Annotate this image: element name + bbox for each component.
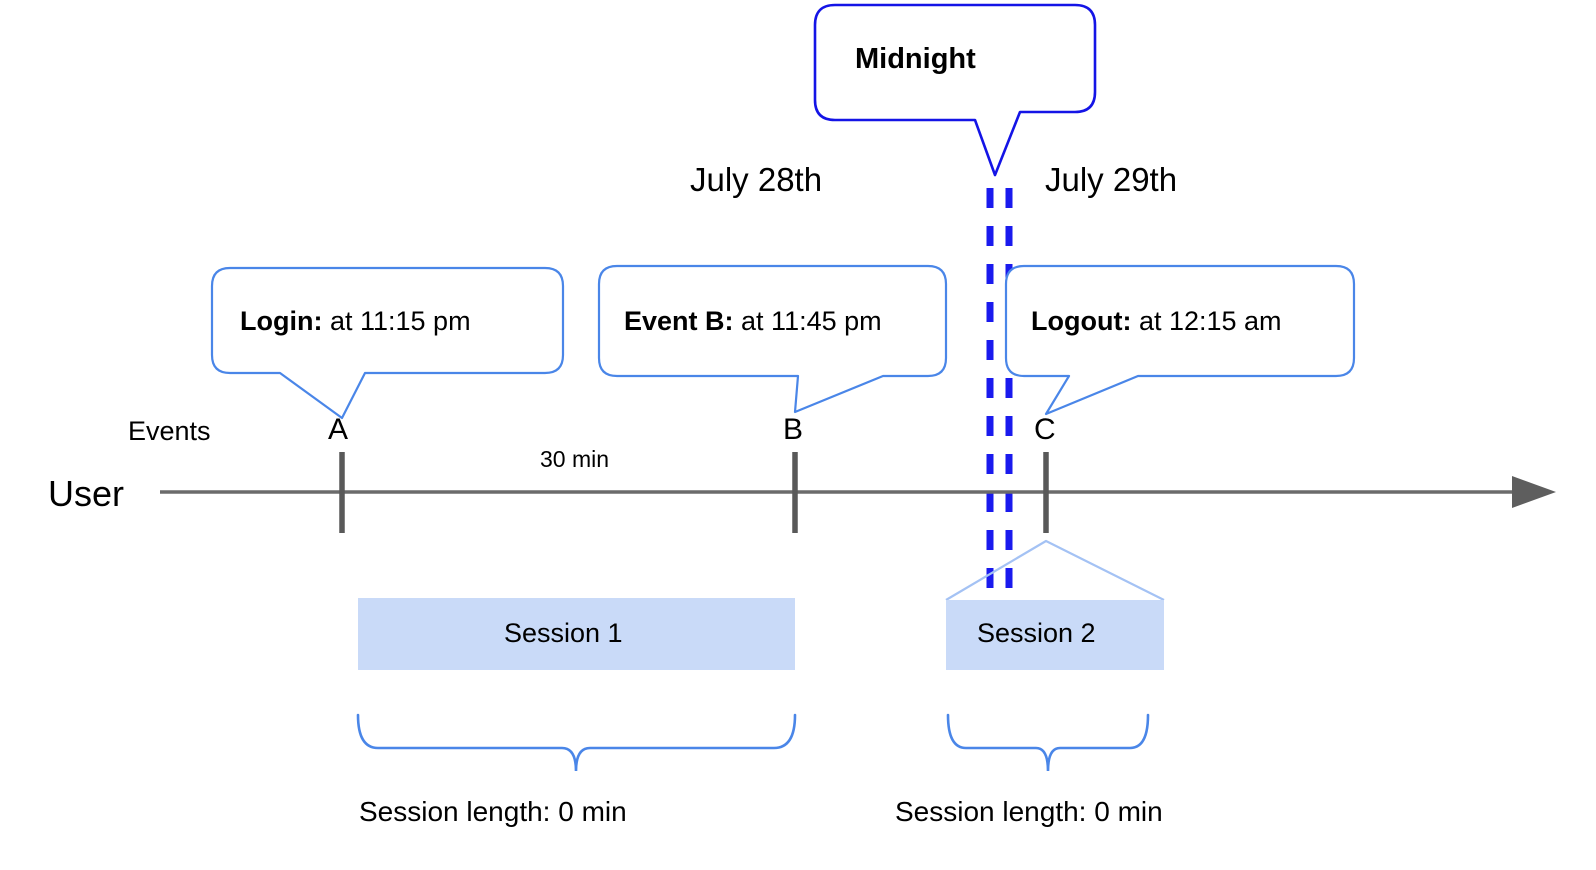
session-label-2: Session 2 [977,618,1096,648]
callout-detail-logout: at 12:15 am [1131,306,1282,336]
session2-roof [945,539,1165,601]
tick-label-b: B [783,413,804,446]
session2-brace [946,713,1150,772]
session-bar-2 [946,600,1164,670]
callout-shape-eventb [597,264,948,414]
session1-brace [356,713,797,772]
midnight-label: Midnight [855,43,976,75]
tick-label-a: A [328,413,349,446]
date-label-right: July 29th [1045,161,1178,198]
date-label-left: July 28th [690,161,823,198]
callout-detail-eventb: at 11:45 pm [733,306,882,336]
duration-label: 30 min [540,446,610,472]
callout-text-eventb: Event B: at 11:45 pm [624,308,882,335]
callout-title-eventb: Event B: [624,306,734,336]
lane-label-user: User [48,473,125,514]
midnight-dashed-lines [986,188,1013,600]
callout-shape-login [210,266,565,420]
callout-title-logout: Logout: [1031,306,1132,336]
tick-label-c: C [1034,413,1056,446]
callout-shape-logout [1004,264,1356,416]
session-bar-1 [358,598,795,670]
callout-detail-login: at 11:15 pm [322,306,471,336]
midnight-callout-shape [813,3,1097,177]
session-length-label-2: Session length: 0 min [895,796,1163,827]
callout-text-logout: Logout: at 12:15 am [1031,308,1282,335]
timeline-axis [160,476,1556,508]
session-length-label-1: Session length: 0 min [359,796,627,827]
callout-text-login: Login: at 11:15 pm [240,308,471,335]
events-row-label: Events [128,416,211,446]
session-label-1: Session 1 [504,618,623,648]
event-ticks [339,452,1049,533]
callout-title-login: Login: [240,306,323,336]
